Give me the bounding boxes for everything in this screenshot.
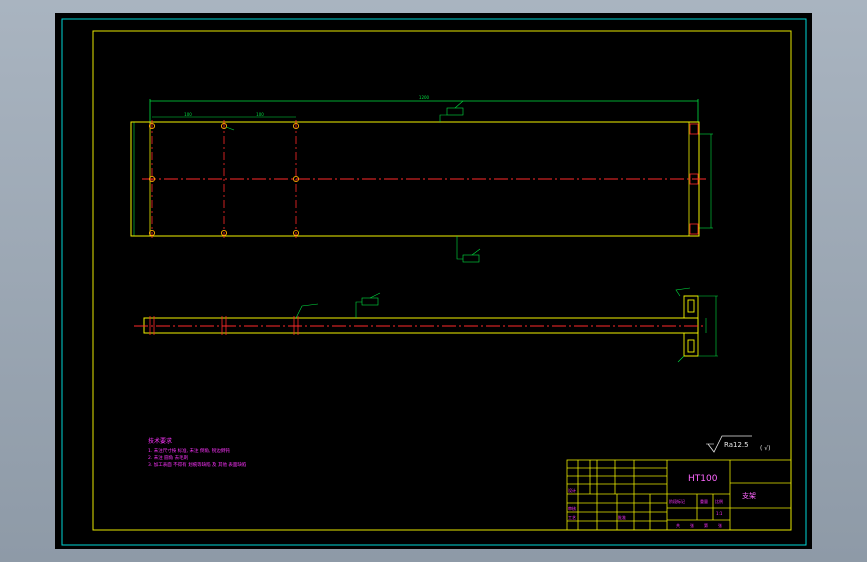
tech-requirement-line: 1. 未注尺寸按 标准, 未注 倒角, 锐边倒钝 — [148, 447, 230, 454]
tech-requirement-line: 2. 未注 圆角 去毛刺 — [148, 454, 189, 461]
stage-label: 阶段标记 — [669, 498, 685, 504]
sheet-label: 张 — [718, 522, 722, 528]
tech-requirement-line: 3. 加工表面 不得有 划痕等缺陷 及 其他 表面缺陷 — [148, 461, 247, 468]
scale-label: 比例 — [715, 498, 723, 504]
process-label: 工艺 — [568, 515, 576, 520]
pitch-dimension-a: 100 — [184, 112, 192, 117]
overall-dimension: 1200 — [419, 95, 430, 100]
tech-requirements: 技术要求 1. 未注尺寸按 标准, 未注 倒角, 锐边倒钝 2. 未注 圆角 去… — [148, 437, 247, 468]
sheet-label: 第 — [704, 522, 708, 528]
tech-requirements-heading: 技术要求 — [148, 437, 172, 445]
sheet-label: 张 — [690, 522, 694, 528]
title-block — [566, 459, 792, 531]
drawing-border — [92, 30, 792, 531]
roughness-symbol: Ra12.5 ( √) — [706, 435, 770, 453]
weight-label: 重量 — [700, 498, 708, 504]
viewport-frame — [61, 18, 807, 546]
roughness-suffix: ( √) — [760, 445, 770, 452]
scale-value: 1:1 — [716, 511, 723, 516]
part-title: 支架 — [742, 491, 756, 500]
top-view: 1200 100 100 — [130, 95, 713, 263]
front-view — [134, 287, 718, 363]
pitch-dimension-b: 100 — [256, 112, 264, 117]
checker-label: 审核 — [568, 505, 576, 511]
material-label: HT100 — [688, 474, 718, 484]
sheet-label: 共 — [676, 522, 680, 528]
plate-outline-front — [143, 317, 699, 334]
roughness-value: Ra12.5 — [724, 441, 749, 449]
designer-label: 设计 — [568, 487, 576, 493]
approve-label: 批准 — [618, 514, 626, 520]
